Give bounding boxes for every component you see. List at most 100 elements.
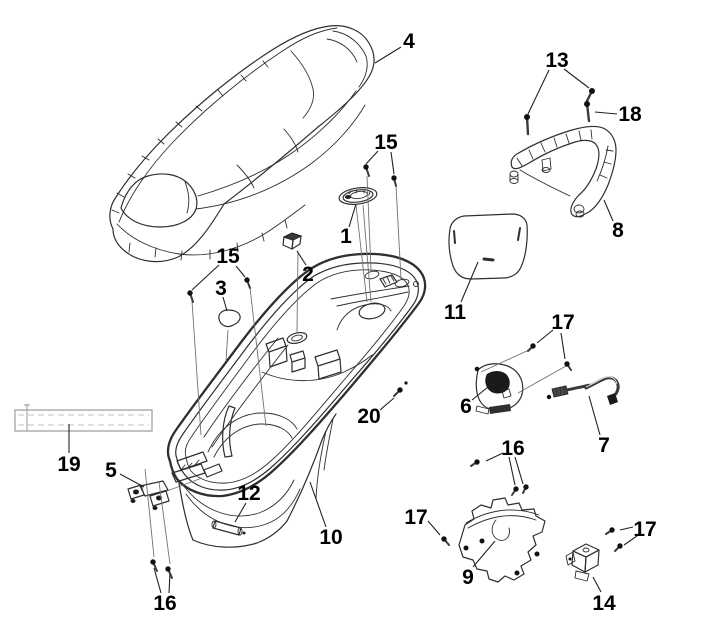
screw-icon	[511, 486, 519, 496]
part-label-14: 14	[592, 592, 616, 615]
leader-line	[623, 535, 638, 546]
assembly-line	[296, 250, 299, 333]
assembly-line	[395, 185, 402, 280]
hinge-pin	[211, 520, 246, 536]
screw-icon	[522, 484, 529, 494]
lock-ring	[338, 187, 378, 205]
leader-line	[168, 572, 171, 594]
part-label-11: 11	[444, 301, 467, 324]
part-label-15: 15	[216, 245, 240, 268]
screw-icon	[614, 543, 623, 552]
assembly-line	[362, 204, 372, 303]
leader-line	[594, 111, 618, 115]
seat	[109, 25, 375, 263]
leader-line	[514, 456, 524, 485]
screw-icon	[605, 527, 615, 535]
assembly-lines	[144, 175, 567, 565]
part-label-19: 19	[57, 453, 80, 476]
assembly-line	[517, 365, 567, 394]
leader-line	[379, 397, 395, 411]
latch-opening	[286, 331, 308, 345]
leader-line	[235, 265, 246, 278]
mounting-plate	[458, 497, 546, 583]
lock-cable	[546, 376, 620, 405]
part-label-10: 10	[319, 526, 342, 549]
part-label-18: 18	[618, 103, 642, 126]
leader-line	[427, 520, 441, 536]
rail-foot	[573, 204, 585, 218]
part-label-16: 16	[153, 592, 176, 615]
assembly-line	[158, 481, 171, 565]
assembly-line	[366, 175, 372, 270]
screw-slot-left	[364, 270, 380, 280]
rail-mount-lug	[509, 170, 519, 184]
assembly-line	[191, 300, 202, 436]
leader-line	[309, 481, 327, 528]
part-label-17: 17	[404, 506, 427, 529]
rubber-stopper	[282, 232, 303, 250]
trim-strip	[14, 404, 153, 432]
leader-line	[560, 332, 566, 360]
screw-slot-right	[394, 278, 410, 288]
assembly-line	[144, 468, 155, 558]
bolt-icon	[585, 88, 595, 103]
leader-line	[234, 502, 247, 523]
part-label-8: 8	[612, 219, 624, 242]
leader-line	[588, 395, 601, 436]
leader-line	[603, 199, 614, 222]
leader-line	[153, 567, 162, 594]
fastener-dot	[404, 381, 408, 385]
grab-rail	[509, 125, 617, 218]
part-label-1: 1	[340, 225, 352, 248]
screw-icon	[150, 559, 158, 572]
luggage-box	[166, 252, 427, 548]
screw-icon	[187, 290, 194, 303]
leader-line	[374, 46, 402, 64]
part-label-17: 17	[633, 518, 656, 541]
assembly-line	[480, 348, 532, 373]
bolt-icon	[524, 114, 530, 136]
part-label-16: 16	[501, 437, 524, 460]
assembly-line	[355, 204, 368, 303]
rubber-mat	[448, 213, 528, 280]
assembly-line	[249, 287, 267, 427]
fasteners	[150, 88, 623, 579]
part-label-13: 13	[545, 49, 568, 72]
leader-line	[563, 68, 590, 89]
rubber-pad	[218, 309, 241, 328]
screw-icon	[165, 566, 173, 579]
part-label-6: 6	[460, 395, 472, 418]
screw-icon	[393, 387, 403, 397]
leader-line	[390, 151, 395, 175]
assembly-line	[166, 477, 203, 492]
part-label-17: 17	[551, 311, 574, 334]
part-label-20: 20	[357, 405, 380, 428]
part-label-7: 7	[598, 434, 610, 457]
leader-line	[508, 456, 516, 486]
leader-line	[222, 296, 228, 312]
bracket-box	[565, 543, 600, 582]
leader-line	[536, 329, 554, 344]
screw-icon	[244, 277, 251, 289]
leader-line	[485, 452, 504, 462]
leader-line	[296, 250, 307, 266]
ring-shadow	[344, 195, 352, 199]
rail-mount-lug	[541, 157, 552, 173]
leader-line	[119, 473, 145, 488]
leader-line	[348, 203, 357, 228]
leader-line	[619, 526, 634, 531]
leader-line	[365, 150, 379, 165]
screw-icon	[441, 536, 450, 546]
part-label-3: 3	[215, 277, 227, 300]
leader-line	[527, 69, 550, 115]
leader-line	[191, 264, 220, 291]
screw-icon	[391, 175, 397, 187]
part-label-5: 5	[105, 459, 117, 482]
screw-icon	[363, 164, 370, 177]
part-label-2: 2	[302, 263, 314, 286]
part-label-15: 15	[374, 131, 398, 154]
screw-icon	[527, 343, 536, 352]
part-label-12: 12	[237, 482, 260, 505]
